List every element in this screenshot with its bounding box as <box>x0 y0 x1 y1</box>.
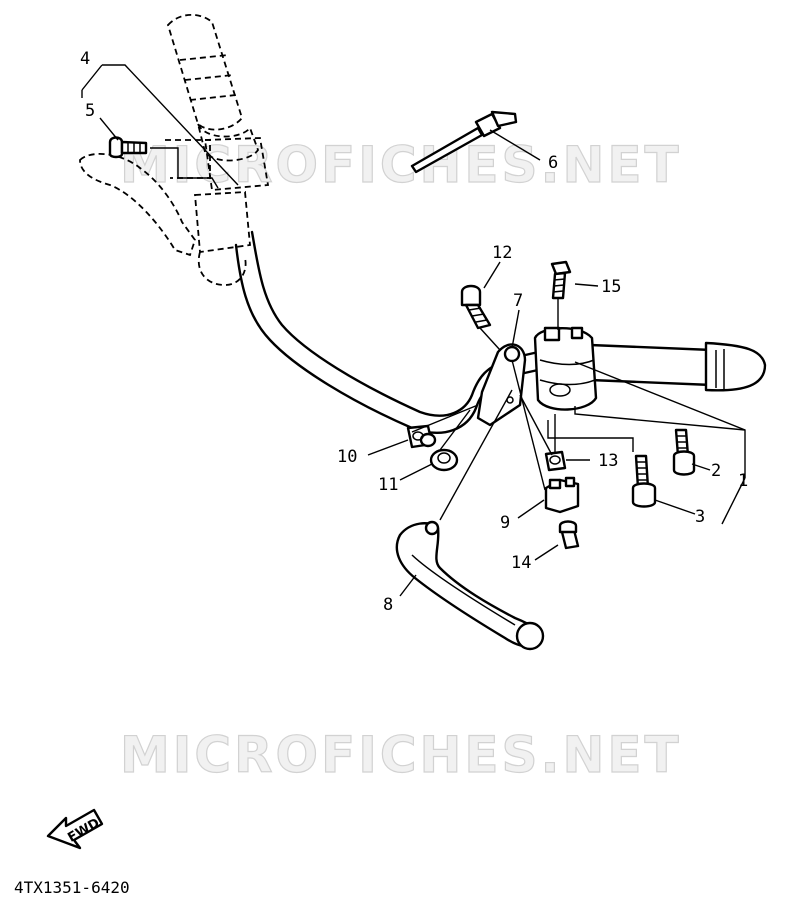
part-8-lever <box>395 520 545 651</box>
callout-6: 6 <box>548 153 558 173</box>
part-6-stud <box>410 110 518 174</box>
callout-14: 14 <box>511 553 531 573</box>
callout-10: 10 <box>337 447 357 467</box>
callout-8: 8 <box>383 595 393 615</box>
watermark-bottom: MICROFICHES.NET <box>120 726 682 784</box>
callout-1: 1 <box>738 471 748 491</box>
watermark-top: MICROFICHES.NET <box>120 136 682 194</box>
left-grip <box>166 13 260 162</box>
callout-5: 5 <box>85 101 95 121</box>
callout-11: 11 <box>378 475 398 495</box>
leader-lines <box>81 64 746 597</box>
callout-9: 9 <box>500 513 510 533</box>
callout-3: 3 <box>695 507 705 527</box>
part-11-bushing <box>429 448 459 472</box>
right-switch-housing <box>533 326 598 411</box>
part-5-screw <box>108 136 148 159</box>
callout-7: 7 <box>513 291 523 311</box>
right-grip <box>588 341 767 392</box>
callout-12: 12 <box>492 243 512 263</box>
callout-4: 4 <box>80 49 90 69</box>
diagram-code: 4TX1351-6420 <box>14 878 130 897</box>
part-13-nut <box>544 450 567 472</box>
callout-labels: 4 5 6 12 15 7 10 13 2 1 11 3 9 14 8 <box>80 49 748 615</box>
part-3-bolt <box>631 454 657 508</box>
callout-2: 2 <box>711 461 721 481</box>
part-15-screw <box>550 260 572 300</box>
handlebar <box>234 230 567 434</box>
callout-15: 15 <box>601 277 621 297</box>
forward-arrow-icon: FWD <box>46 808 104 850</box>
part-12-bolt <box>460 284 492 330</box>
left-switch-assembly <box>79 137 270 286</box>
callout-13: 13 <box>598 451 618 471</box>
part-9-switch <box>544 476 580 514</box>
part-10-nut <box>406 424 437 449</box>
part-2-bolt <box>672 428 696 476</box>
part-14-screw <box>558 520 580 550</box>
